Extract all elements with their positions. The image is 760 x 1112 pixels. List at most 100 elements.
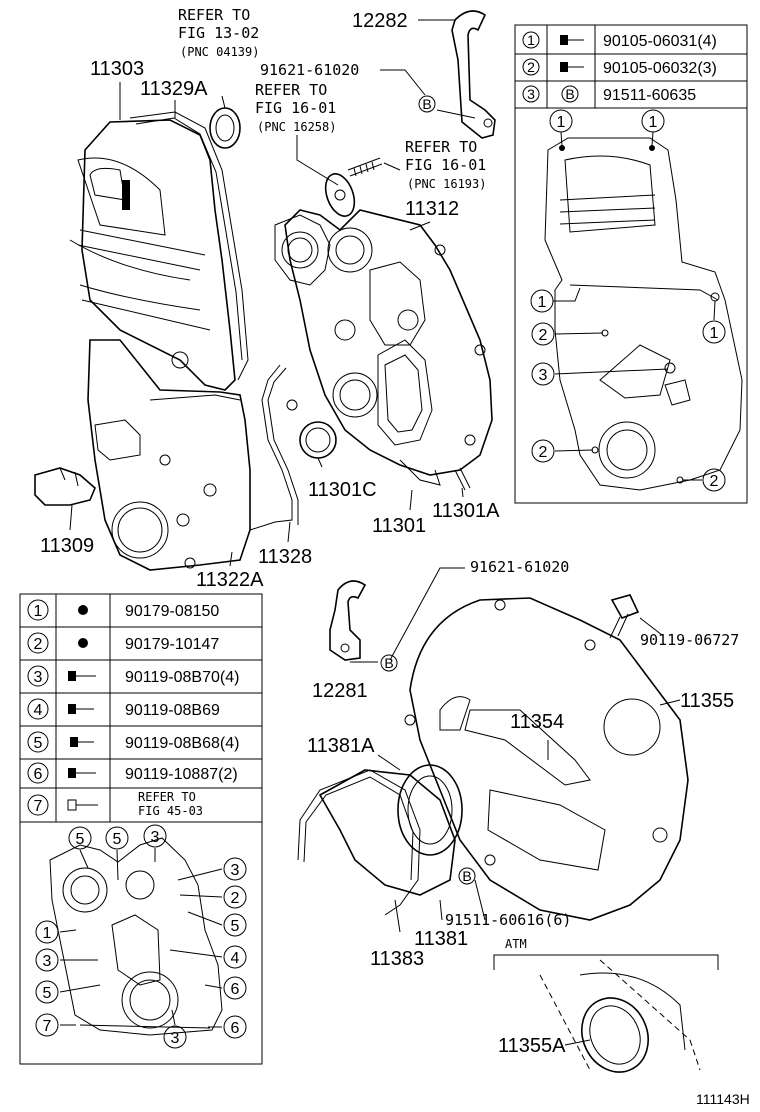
svg-text:5: 5 [34,735,43,752]
bolt-icon [560,62,584,72]
svg-text:(PNC 04139): (PNC 04139) [180,45,259,59]
circled-b-marker-lower: B [458,867,476,885]
gasket-11383 [297,769,421,916]
gasket-11328 [249,364,299,531]
svg-text:2: 2 [527,59,535,75]
refer-note-13-02: REFER TO FIG 13-02 (PNC 04139) [178,6,259,59]
label-91621-61020-top: 91621-61020 [260,61,359,79]
bottom-detail-callouts: 5 5 3 3 2 5 1 3 4 5 6 7 3 6 [35,824,247,1049]
circled-b-marker-mid: B [380,654,398,672]
label-11301A: 11301A [432,500,500,522]
top-table-row-3: 3 B 91511-60635 [522,85,696,104]
svg-text:B: B [384,655,393,671]
bottom-table-row-7: 7 REFER TO FIG 45-03 [27,790,203,818]
gasket-refer-16-01-pnc-16258 [324,173,356,217]
svg-text:(PNC 16258): (PNC 16258) [257,120,336,134]
svg-text:B: B [422,96,431,112]
svg-text:90105-06032(3): 90105-06032(3) [603,60,717,77]
svg-text:4: 4 [34,702,43,719]
svg-text:90119-08B68(4): 90119-08B68(4) [125,735,239,752]
pin-11301A [454,467,471,491]
svg-text:3: 3 [151,829,160,846]
label-11312: 11312 [405,198,459,220]
svg-text:3: 3 [43,953,52,970]
svg-text:B: B [565,86,574,102]
nut-icon [78,638,88,648]
stud-refer-16-01-pnc-16193 [347,157,383,177]
label-11381: 11381 [414,928,468,950]
bolt-icon [68,768,96,778]
svg-text:1: 1 [649,114,658,131]
label-11328: 11328 [258,546,312,568]
svg-text:3: 3 [527,86,535,102]
leader-lines [59,19,716,1046]
svg-text:5: 5 [43,985,52,1002]
bottom-table-row-5: 5 90119-08B68(4) [27,731,239,753]
label-11309: 11309 [40,535,94,557]
label-11301C: 11301C [308,479,377,501]
svg-text:90105-06031(4): 90105-06031(4) [603,33,717,50]
label-11301: 11301 [372,515,426,537]
end-plate-11355 [404,597,689,921]
svg-text:FIG 16-01: FIG 16-01 [405,156,486,174]
svg-text:(PNC 16193): (PNC 16193) [407,177,486,191]
svg-text:5: 5 [231,918,240,935]
lower-cover-11322A [87,339,251,571]
bolt-icon [70,737,94,747]
refer-note-16-01-a: REFER TO FIG 16-01 (PNC 16258) [255,81,336,134]
bottom-table-row-3: 3 90119-08B70(4) [27,665,239,687]
svg-text:2: 2 [34,636,43,653]
bottom-table-row-6: 6 90119-10887(2) [27,762,238,784]
svg-text:6: 6 [231,981,240,998]
svg-text:3: 3 [231,862,240,879]
label-11322A: 11322A [196,569,264,591]
svg-text:REFER TO: REFER TO [138,790,196,804]
circled-b-marker-top: B [418,95,436,113]
label-11355A: 11355A [498,1035,566,1057]
svg-text:90179-08150: 90179-08150 [125,603,219,620]
svg-text:1: 1 [527,32,535,48]
bottom-table-row-2: 2 90179-10147 [27,632,219,654]
svg-text:7: 7 [34,798,43,815]
svg-text:FIG 16-01: FIG 16-01 [255,99,336,117]
label-atm: ATM [505,937,527,951]
gasket-11329A [129,111,249,381]
svg-text:1: 1 [710,325,719,342]
hook-12282 [451,10,496,139]
oil-seal-11301C [299,421,337,459]
svg-text:3: 3 [539,367,548,384]
svg-text:91511-60635: 91511-60635 [603,87,696,104]
top-detail-cover-outline [544,137,743,491]
top-table-row-2: 2 90105-06032(3) [522,58,717,77]
label-12281: 12281 [312,680,368,702]
label-11354: 11354 [510,711,564,733]
top-table-row-1: 1 90105-06031(4) [522,31,717,50]
svg-text:REFER TO: REFER TO [255,81,327,99]
label-91511-60616: 91511-60616(6) [445,911,571,929]
bolt-icon [560,35,584,45]
svg-text:4: 4 [231,950,240,967]
label-11381A: 11381A [307,735,375,757]
svg-text:90179-10147: 90179-10147 [125,636,219,653]
sensor-11309 [34,467,96,506]
bottom-detail-box [19,593,263,1065]
svg-text:FIG 13-02: FIG 13-02 [178,24,259,42]
svg-text:7: 7 [43,1018,52,1035]
svg-text:2: 2 [231,890,240,907]
bottom-detail-case-outline [49,837,223,1036]
nut-icon [78,605,88,615]
svg-text:90119-10887(2): 90119-10887(2) [125,766,238,783]
svg-text:REFER TO: REFER TO [405,138,477,156]
svg-text:2: 2 [539,444,548,461]
label-11303: 11303 [90,58,144,80]
svg-text:3: 3 [171,1030,180,1047]
svg-text:6: 6 [231,1020,240,1037]
svg-text:1: 1 [557,114,566,131]
svg-text:REFER TO: REFER TO [178,6,250,24]
svg-text:FIG 45-03: FIG 45-03 [138,804,203,818]
figure-id: 111143H [696,1091,750,1107]
label-11383: 11383 [370,948,424,970]
svg-text:2: 2 [710,473,719,490]
